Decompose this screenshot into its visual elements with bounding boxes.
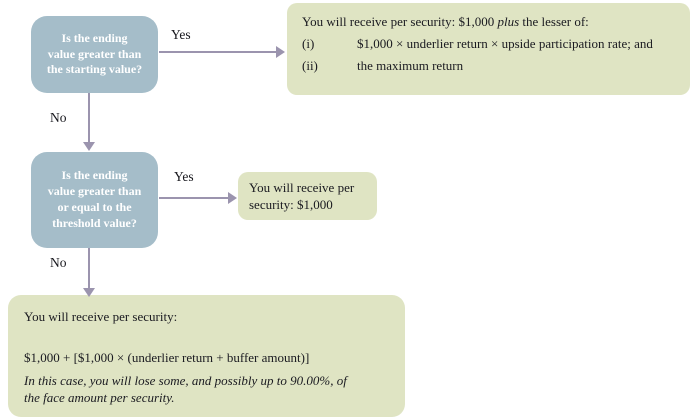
outcome-par-text: You will receive per security: $1,000 bbox=[249, 180, 355, 212]
outcome-upside-item-1-text: $1,000 × underlier return × upside parti… bbox=[357, 36, 653, 51]
outcome-upside-item-2: (ii) the maximum return bbox=[302, 57, 678, 74]
yes-label-1: Yes bbox=[171, 27, 191, 42]
no-label-2: No bbox=[50, 255, 67, 270]
outcome-upside-intro-suffix: the lesser of: bbox=[519, 14, 589, 29]
outcome-upside-intro-italic: plus bbox=[497, 14, 520, 29]
outcome-loss-note: In this case, you will lose some, and po… bbox=[24, 373, 347, 405]
outcome-loss-line1: You will receive per security: bbox=[24, 309, 178, 324]
yes-label-2: Yes bbox=[174, 169, 194, 184]
outcome-upside-intro-prefix: You will receive per security: $1,000 bbox=[302, 14, 498, 29]
decision-ending-vs-threshold-text: Is the ending value greater than or equa… bbox=[47, 168, 142, 230]
arrow-yes-2-line bbox=[159, 197, 229, 199]
arrow-no-1-arrowhead-icon bbox=[83, 142, 95, 151]
outcome-upside-box: You will receive per security: $1,000 pl… bbox=[287, 3, 690, 95]
outcome-loss-formula: $1,000 + [$1,000 × (underlier return + b… bbox=[24, 350, 310, 365]
decision-ending-vs-starting-text: Is the ending value greater than the sta… bbox=[46, 30, 143, 77]
decision-ending-vs-starting-box: Is the ending value greater than the sta… bbox=[31, 16, 158, 93]
outcome-upside-item-1: (i) $1,000 × underlier return × upside p… bbox=[302, 35, 678, 52]
arrow-yes-2-arrowhead-icon bbox=[228, 192, 237, 204]
outcome-upside-item-2-text: the maximum return bbox=[357, 58, 464, 73]
arrow-no-2-arrowhead-icon bbox=[83, 288, 95, 297]
outcome-upside-intro: You will receive per security: $1,000 pl… bbox=[302, 13, 678, 30]
arrow-no-1-line bbox=[88, 93, 90, 143]
arrow-no-2-line bbox=[88, 248, 90, 289]
no-label-1: No bbox=[50, 110, 67, 125]
arrow-yes-1-line bbox=[159, 51, 277, 53]
outcome-upside-item-1-marker: (i) bbox=[302, 36, 315, 51]
arrow-yes-1-arrowhead-icon bbox=[276, 46, 285, 58]
decision-ending-vs-threshold-box: Is the ending value greater than or equa… bbox=[31, 152, 158, 248]
outcome-loss-box: You will receive per security: $1,000 + … bbox=[8, 295, 405, 417]
outcome-upside-item-2-marker: (ii) bbox=[302, 58, 318, 73]
outcome-par-box: You will receive per security: $1,000 bbox=[238, 172, 377, 220]
